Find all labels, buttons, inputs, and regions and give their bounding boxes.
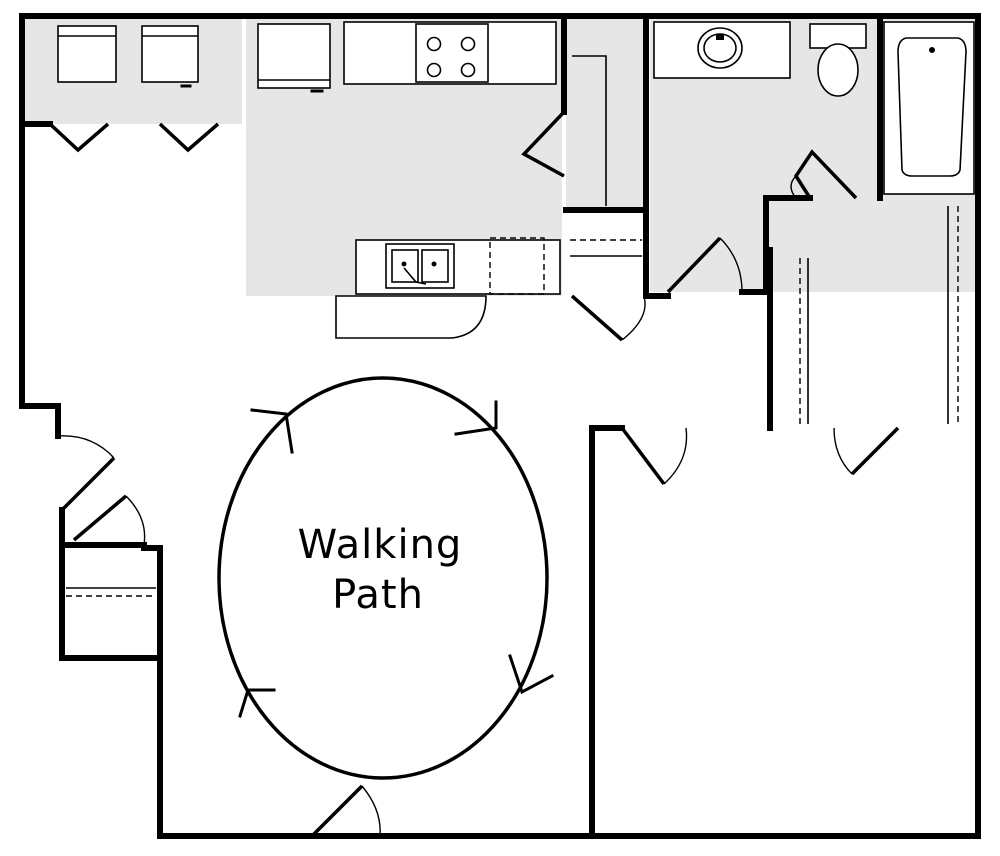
- laundry-door-left: [48, 122, 110, 153]
- refrigerator: [257, 23, 331, 89]
- walking-path: Walking Path: [217, 376, 555, 780]
- coat-closet-door: [72, 494, 128, 542]
- pantry-bath-wall: [643, 15, 671, 299]
- walls: [19, 13, 981, 839]
- walking-path-loop: [217, 376, 549, 780]
- bedroom-door: [620, 426, 666, 486]
- entry-door-upper: [60, 456, 116, 512]
- stove: [415, 23, 489, 83]
- bathtub-basin: [897, 37, 967, 177]
- direction-arrow-bottom-right: [508, 654, 555, 695]
- entry-area: [57, 435, 381, 838]
- direction-arrow-top-left: [250, 408, 294, 454]
- toilet-bowl: [817, 43, 859, 97]
- bathroom-fixtures: [653, 21, 975, 294]
- direction-arrow-bottom-left: [238, 688, 276, 718]
- walking-path-label-line2: Path: [332, 572, 424, 618]
- bath-lower-wall: [739, 195, 813, 295]
- bedroom-doors: [620, 426, 900, 486]
- laundry-floor: [24, 18, 242, 124]
- walk-in-closet: [799, 206, 959, 424]
- outer-wall-left-top: [19, 13, 981, 839]
- bathroom-door: [666, 236, 722, 294]
- bathtub: [883, 21, 975, 195]
- front-door: [310, 784, 364, 838]
- washer: [57, 25, 117, 83]
- kitchen-sink: [385, 243, 455, 289]
- laundry-door-right: [158, 122, 220, 153]
- pantry: [570, 55, 646, 342]
- bottom-left-wall: [157, 655, 315, 839]
- bath-closet-door: [793, 149, 858, 200]
- laundry-appliances: [48, 25, 220, 153]
- kitchen-pantry-door: [521, 110, 566, 178]
- walking-path-label-line1: Walking: [298, 522, 463, 568]
- dryer: [141, 25, 199, 83]
- closet-entry-door: [850, 426, 900, 476]
- kitchen-fixtures: [257, 21, 566, 339]
- direction-arrow-top-right: [454, 400, 498, 436]
- closet-door: [570, 294, 624, 342]
- breakfast-bar: [335, 295, 487, 339]
- dishwasher: [489, 237, 545, 295]
- bedroom-wall: [589, 425, 625, 839]
- outer-wall-left-step: [19, 122, 61, 439]
